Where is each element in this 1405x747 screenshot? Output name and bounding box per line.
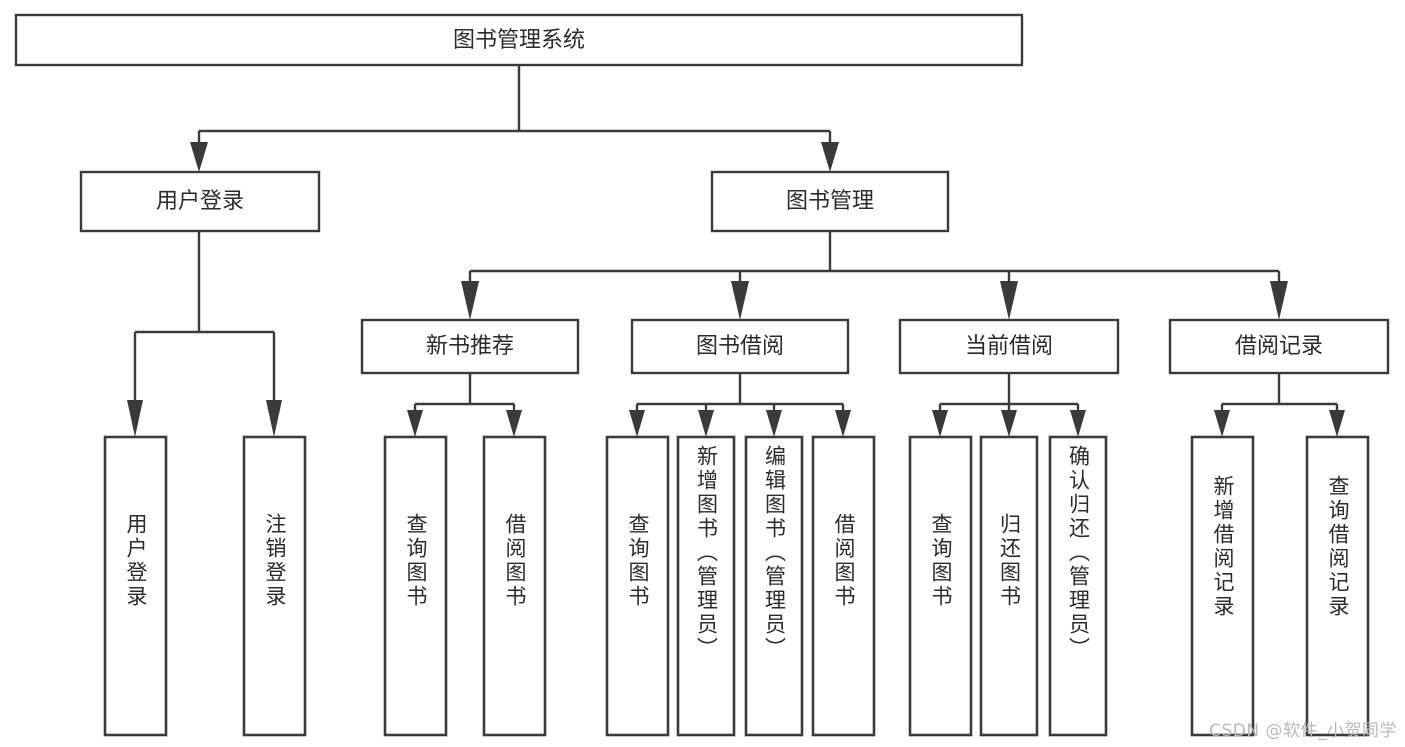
node-leaf-query-book-1-box[interactable] [383,435,448,737]
node-leaf-query-book-2-box[interactable] [605,435,670,737]
arrow-head-leaf-borrow-book-2 [835,410,851,437]
node-borrow-record-box[interactable] [1168,318,1390,375]
arrow-head-current-borrow [1000,281,1018,320]
node-borrow-record-label: 借阅记录 [1235,334,1323,359]
arrow-head-leaf-logout [266,400,282,437]
node-book-manage-box[interactable] [710,170,950,233]
node-current-borrow-box[interactable] [898,318,1120,375]
node-new-book-rec-box[interactable] [360,318,580,375]
node-leaf-borrow-book-1-box[interactable] [482,435,547,737]
arrow-head-book-manage [821,142,839,172]
arrow-head-leaf-query-book-1 [407,410,423,437]
node-leaf-add-record-box[interactable] [1190,435,1255,737]
node-book-borrow[interactable]: 图书借阅 [630,318,850,375]
node-user-login[interactable]: 用户登录 [79,170,321,233]
node-current-borrow-label: 当前借阅 [965,334,1053,359]
connector-group-new-book-rec-to-leaves [407,373,522,437]
node-borrow-record[interactable]: 借阅记录 [1168,318,1390,375]
node-leaf-logout-box[interactable] [242,435,307,737]
arrow-head-borrow-record [1270,281,1288,320]
arrow-head-leaf-add-book [698,410,714,437]
arrow-head-leaf-query-record [1329,410,1345,437]
node-leaf-return-book-box[interactable] [979,435,1039,737]
arrow-head-leaf-query-book-2 [629,410,645,437]
node-root-box[interactable] [14,13,1024,67]
watermark-text: CSDN @软件_小贺同学 [1209,721,1397,741]
node-book-manage[interactable]: 图书管理 [710,170,950,233]
node-leaf-query-record-box[interactable] [1305,435,1370,737]
node-leaf-user-login-box[interactable] [103,435,168,737]
arrow-head-leaf-edit-book [766,410,782,437]
connector-group-root-to-level2 [190,65,839,172]
arrow-head-user-login [190,142,208,172]
node-current-borrow[interactable]: 当前借阅 [898,318,1120,375]
node-book-manage-label: 图书管理 [786,189,874,214]
node-new-book-rec[interactable]: 新书推荐 [360,318,580,375]
connector-group-borrow-record-to-leaves [1214,373,1345,437]
arrow-head-leaf-borrow-book-1 [506,410,522,437]
node-user-login-label: 用户登录 [156,189,244,214]
node-book-borrow-label: 图书借阅 [696,334,784,359]
arrow-head-leaf-return-book [1001,410,1017,437]
node-user-login-box[interactable] [79,170,321,233]
arrow-head-leaf-query-book-3 [932,410,948,437]
node-leaf-confirm-return-box[interactable] [1048,435,1108,737]
node-leaf-borrow-book-2-box[interactable] [811,435,876,737]
arrow-head-new-book-rec [461,281,479,320]
arrow-head-leaf-add-record [1214,410,1230,437]
connector-group-book-manage-to-level3 [461,231,1288,320]
node-root-label: 图书管理系统 [453,28,585,53]
node-leaf-query-book-3-box[interactable] [908,435,973,737]
connector-group-user-login-to-leaves [127,231,282,437]
node-new-book-rec-label: 新书推荐 [426,334,514,359]
arrow-head-book-borrow [731,281,749,320]
node-root[interactable]: 图书管理系统 [14,13,1024,67]
connector-group-book-borrow-to-leaves [629,373,851,437]
arrow-head-leaf-confirm-return [1070,410,1086,437]
arrow-head-leaf-user-login [127,400,143,437]
node-leaf-edit-book-box[interactable] [744,435,804,737]
node-book-borrow-box[interactable] [630,318,850,375]
node-leaf-add-book-box[interactable] [676,435,736,737]
connector-group-current-borrow-to-leaves [932,373,1086,437]
